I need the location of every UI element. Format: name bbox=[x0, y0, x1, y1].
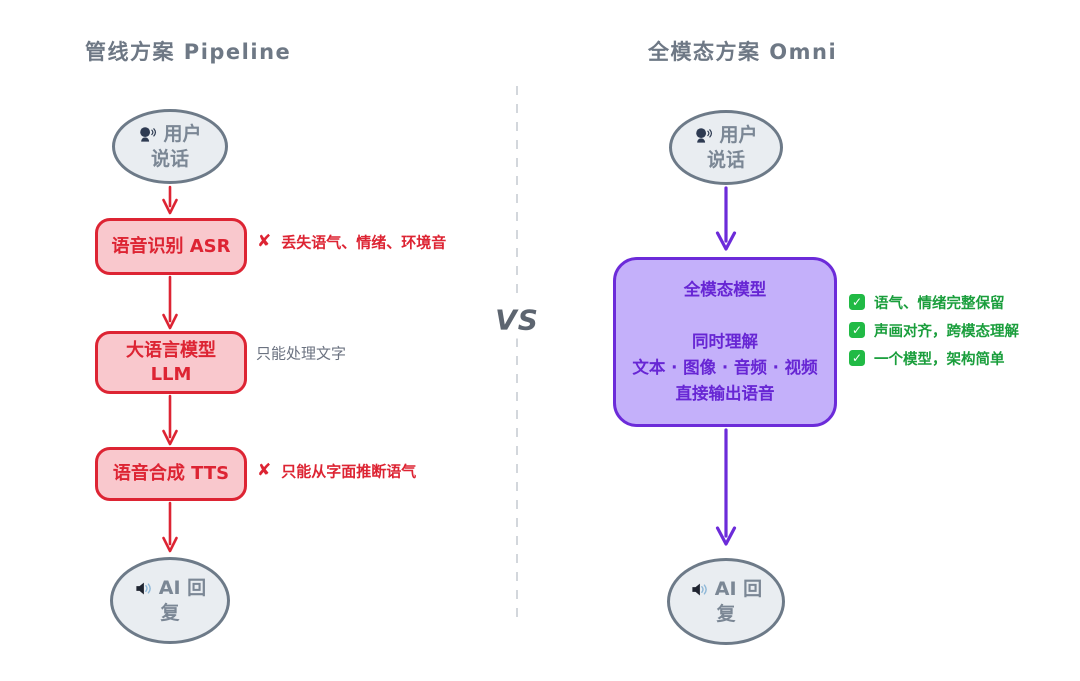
speaker-icon bbox=[690, 580, 709, 599]
pipeline-ai-node: AI 回 复 bbox=[110, 557, 230, 644]
pipeline-user-label-1: 用户 bbox=[163, 122, 202, 145]
arrow-user-to-omni bbox=[715, 186, 737, 251]
llm-note-text: 只能处理文字 bbox=[256, 344, 347, 363]
arrow-omni-to-ai bbox=[715, 428, 737, 546]
benefit-item: ✓ 语气、情绪完整保留 bbox=[849, 288, 1019, 316]
pipeline-ai-label-1: AI 回 bbox=[158, 576, 207, 599]
benefit-item: ✓ 声画对齐，跨模态理解 bbox=[849, 316, 1019, 344]
omni-benefits-list: ✓ 语气、情绪完整保留 ✓ 声画对齐，跨模态理解 ✓ 一个模型，架构简单 bbox=[849, 288, 1019, 372]
omni-user-node: 用户 说话 bbox=[669, 110, 783, 185]
pipeline-user-node: 用户 说话 bbox=[112, 109, 228, 184]
check-icon: ✓ bbox=[849, 294, 865, 310]
speaker-icon bbox=[134, 579, 153, 598]
llm-step-label: 大语言模型 bbox=[126, 339, 216, 361]
omni-box-line-1: 全模态模型 bbox=[683, 280, 767, 299]
speaking-head-icon bbox=[694, 126, 713, 145]
omni-box-line-4: 直接输出语音 bbox=[675, 384, 775, 403]
omni-user-label-1: 用户 bbox=[719, 123, 758, 146]
cross-icon: ✘ bbox=[257, 460, 272, 481]
benefit-text: 声画对齐，跨模态理解 bbox=[874, 323, 1019, 340]
vs-label: VS bbox=[491, 301, 543, 339]
asr-note-text: 丢失语气、情绪、环境音 bbox=[281, 233, 447, 252]
llm-step-box: 大语言模型 LLM bbox=[95, 331, 247, 394]
tts-note-text: 只能从字面推断语气 bbox=[281, 462, 417, 481]
asr-step-box: 语音识别 ASR bbox=[95, 218, 247, 275]
check-icon: ✓ bbox=[849, 350, 865, 366]
tts-step-box: 语音合成 TTS bbox=[95, 447, 247, 501]
llm-note: 只能处理文字 bbox=[256, 343, 346, 364]
arrow-asr-to-llm bbox=[162, 275, 178, 330]
asr-step-label: 语音识别 ASR bbox=[111, 235, 231, 257]
omni-title: 全模态方案 Omni bbox=[648, 40, 838, 64]
omni-user-label-2: 说话 bbox=[706, 148, 745, 171]
pipeline-ai-label-2: 复 bbox=[160, 601, 180, 624]
asr-note: ✘ 丢失语气、情绪、环境音 bbox=[257, 232, 446, 253]
cross-icon: ✘ bbox=[257, 231, 272, 252]
check-icon: ✓ bbox=[849, 322, 865, 338]
omni-box-line-3: 文本 · 图像 · 音频 · 视频 bbox=[632, 358, 818, 377]
arrow-user-to-asr bbox=[162, 185, 178, 215]
benefit-item: ✓ 一个模型，架构简单 bbox=[849, 344, 1019, 372]
arrow-llm-to-tts bbox=[162, 394, 178, 446]
pipeline-user-label-2: 说话 bbox=[150, 147, 189, 170]
llm-step-sublabel: LLM bbox=[150, 363, 192, 385]
omni-ai-label-1: AI 回 bbox=[714, 577, 763, 600]
benefit-text: 一个模型，架构简单 bbox=[874, 351, 1005, 368]
benefit-text: 语气、情绪完整保留 bbox=[874, 295, 1005, 312]
omni-box-line-2: 同时理解 bbox=[692, 332, 758, 351]
omni-model-box: 全模态模型 同时理解 文本 · 图像 · 音频 · 视频 直接输出语音 bbox=[613, 257, 837, 427]
arrow-tts-to-ai bbox=[162, 501, 178, 553]
pipeline-title: 管线方案 Pipeline bbox=[85, 40, 292, 64]
omni-ai-node: AI 回 复 bbox=[667, 558, 785, 645]
tts-step-label: 语音合成 TTS bbox=[112, 463, 230, 484]
omni-ai-label-2: 复 bbox=[716, 602, 736, 625]
tts-note: ✘ 只能从字面推断语气 bbox=[257, 461, 416, 482]
speaking-head-icon bbox=[138, 125, 157, 144]
